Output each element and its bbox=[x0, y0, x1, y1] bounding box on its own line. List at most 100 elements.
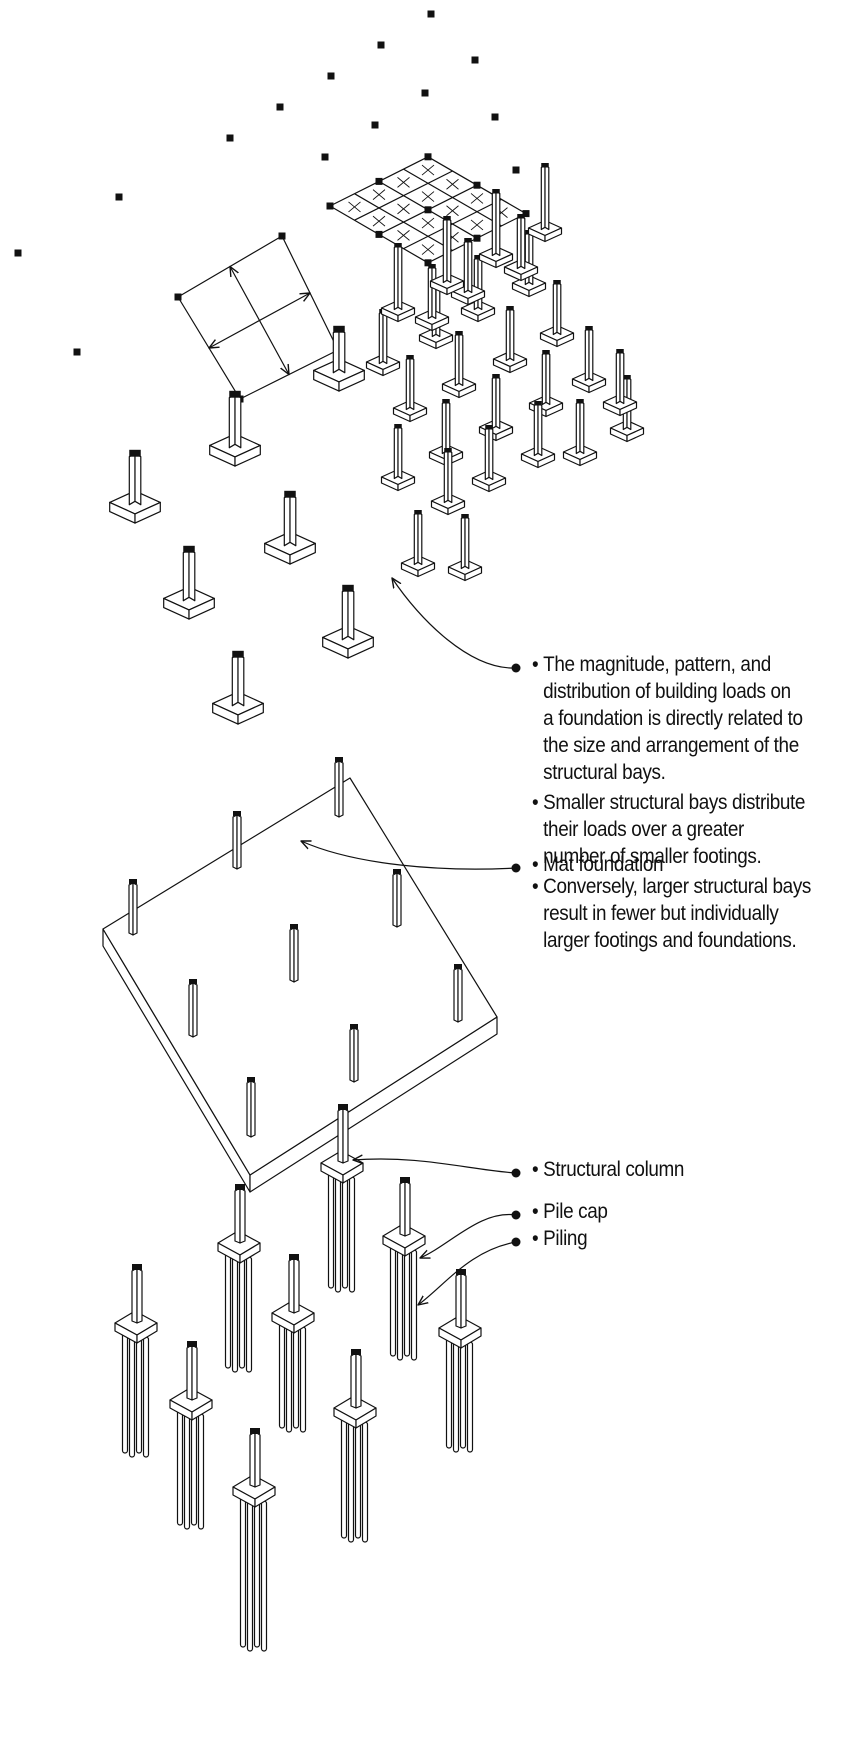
column-top bbox=[187, 1341, 197, 1347]
column-top bbox=[576, 399, 584, 404]
small-bay-gridline bbox=[403, 168, 502, 227]
pile bbox=[246, 1500, 254, 1652]
bay-corner bbox=[424, 206, 432, 214]
column-top bbox=[284, 490, 296, 498]
grid-point bbox=[491, 113, 499, 121]
column-face bbox=[495, 375, 501, 430]
bay-corner bbox=[522, 210, 530, 218]
column-face bbox=[544, 164, 550, 231]
column-face bbox=[431, 265, 437, 320]
pile bbox=[361, 1421, 369, 1543]
column-top bbox=[232, 650, 244, 658]
column-top bbox=[428, 264, 436, 269]
load-arrow bbox=[397, 203, 410, 215]
load-arrow bbox=[421, 191, 435, 202]
pile-group bbox=[438, 1269, 482, 1453]
column-face bbox=[588, 327, 594, 382]
footing-side bbox=[626, 427, 645, 443]
pile-column bbox=[399, 1180, 406, 1237]
load-arrow bbox=[397, 177, 410, 188]
footing-side bbox=[435, 334, 454, 350]
mat-slab-top bbox=[102, 777, 498, 1176]
note-bullet: • Conversely, larger structural bays res… bbox=[532, 875, 812, 952]
mat-column bbox=[396, 872, 402, 928]
load-arrow bbox=[446, 178, 459, 190]
column-face bbox=[332, 328, 340, 374]
column-top bbox=[350, 1024, 358, 1029]
pile-column bbox=[404, 1180, 411, 1237]
column-face bbox=[445, 400, 451, 455]
column-face bbox=[234, 393, 242, 449]
footing-side bbox=[417, 562, 436, 578]
pile-column bbox=[455, 1272, 462, 1329]
mat-column bbox=[457, 967, 463, 1023]
pile-group bbox=[320, 1104, 364, 1293]
column-top bbox=[616, 349, 624, 354]
column-top bbox=[464, 238, 472, 243]
bay-corner bbox=[424, 153, 432, 161]
column-face bbox=[134, 452, 142, 506]
piling-leader bbox=[418, 1241, 517, 1305]
column-grid-points bbox=[14, 10, 520, 356]
pile bbox=[176, 1409, 184, 1526]
footing-side bbox=[520, 266, 539, 282]
column-face bbox=[579, 400, 585, 455]
pile-cap-side bbox=[136, 1322, 158, 1344]
pile bbox=[135, 1332, 143, 1454]
pile-group bbox=[333, 1349, 377, 1543]
load-distribution-notes: • The magnitude, pattern, and distributi… bbox=[532, 651, 811, 957]
column-top bbox=[623, 375, 631, 380]
column-face bbox=[467, 239, 473, 294]
footing-side bbox=[338, 369, 365, 392]
footing-side bbox=[495, 253, 514, 269]
pile-column bbox=[186, 1344, 193, 1401]
spread-footings bbox=[109, 163, 645, 725]
footing-side bbox=[397, 476, 416, 492]
footing-side bbox=[477, 307, 496, 323]
note-bullet: • Smaller structural bays distribute the… bbox=[532, 791, 806, 868]
footing-side bbox=[544, 227, 563, 243]
load-arrow bbox=[421, 217, 435, 229]
grid-point bbox=[512, 166, 520, 174]
pile-column bbox=[131, 1267, 138, 1324]
piling-label: • Piling bbox=[532, 1227, 588, 1250]
pile-foundations bbox=[114, 1104, 482, 1652]
footing-side bbox=[397, 307, 416, 323]
grid-point bbox=[321, 153, 329, 161]
footing-side bbox=[134, 501, 161, 524]
pile bbox=[347, 1421, 355, 1543]
column-top bbox=[290, 924, 298, 929]
pile bbox=[452, 1341, 460, 1453]
pile bbox=[389, 1245, 397, 1357]
bay-corner bbox=[375, 177, 383, 185]
column-face bbox=[509, 307, 515, 362]
footing-side bbox=[619, 401, 638, 417]
grid-point bbox=[421, 89, 429, 97]
pile-column bbox=[288, 1257, 295, 1314]
pile bbox=[190, 1409, 198, 1526]
load-arrow bbox=[372, 215, 386, 227]
column-top bbox=[394, 424, 402, 429]
column-face bbox=[446, 217, 452, 284]
pile bbox=[142, 1336, 150, 1458]
footing-side bbox=[509, 358, 528, 374]
column-face bbox=[458, 332, 464, 387]
column-face bbox=[188, 548, 196, 602]
column-top bbox=[414, 510, 422, 515]
column-face bbox=[237, 653, 245, 707]
pile bbox=[348, 1176, 356, 1293]
footing-side bbox=[447, 500, 466, 516]
column-top bbox=[444, 448, 452, 453]
pile-group bbox=[169, 1341, 213, 1530]
column-face bbox=[520, 215, 526, 270]
column-face bbox=[545, 351, 551, 406]
bay-corner bbox=[326, 202, 334, 210]
column-top bbox=[129, 449, 141, 457]
column-face bbox=[488, 426, 494, 481]
column-face bbox=[477, 256, 483, 311]
column-top bbox=[247, 1077, 255, 1082]
load-arrow bbox=[470, 219, 484, 231]
grid-point bbox=[377, 41, 385, 49]
pile bbox=[239, 1496, 247, 1648]
pile bbox=[121, 1332, 129, 1454]
